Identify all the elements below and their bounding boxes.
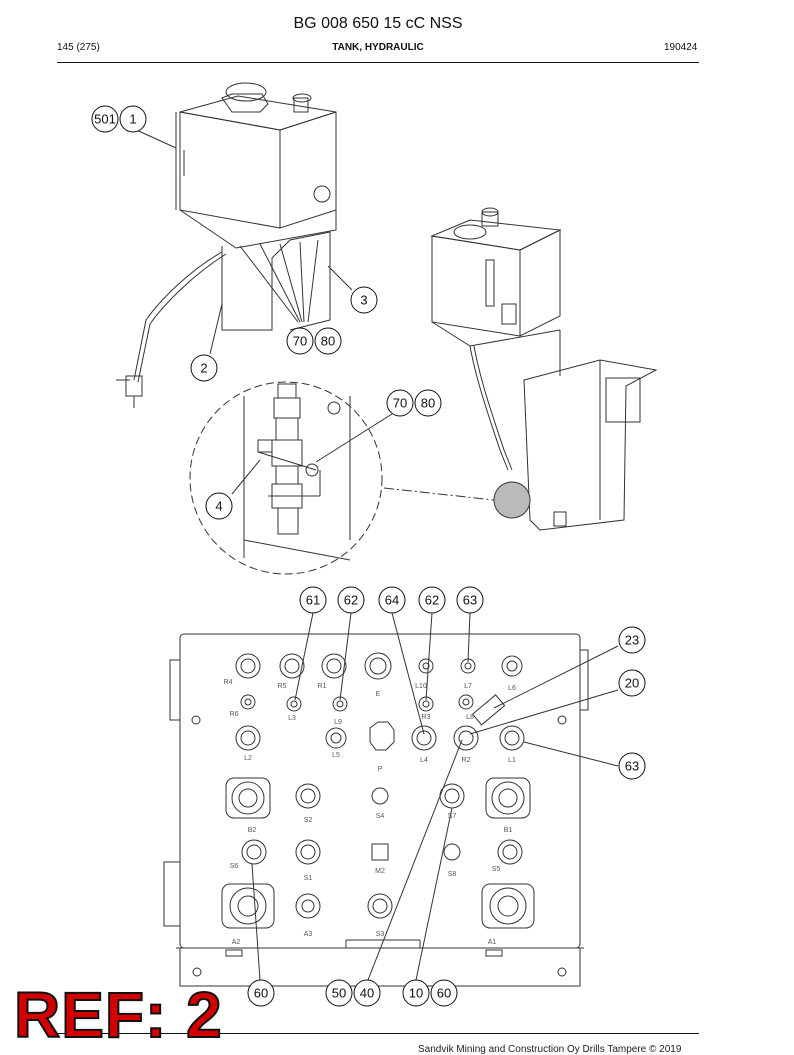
document-title: BG 008 650 15 cC NSS xyxy=(293,15,463,32)
port-label: L2 xyxy=(244,755,252,762)
svg-text:60: 60 xyxy=(254,986,268,1001)
section-title: TANK, HYDRAULIC xyxy=(332,42,424,53)
tank-assembly-view xyxy=(383,207,658,531)
port-label: B2 xyxy=(248,827,257,834)
footer-rule xyxy=(57,1033,699,1034)
callout-64: 64 xyxy=(378,586,406,614)
port-labels: R4 R5 R1 E L10 L7 L6 R6 L3 L9 R3 L8 L2 L… xyxy=(224,679,516,946)
leader-lines xyxy=(251,612,619,981)
callout-40: 40 xyxy=(353,979,381,1007)
header-rule xyxy=(57,62,699,63)
port-label: P xyxy=(378,766,383,773)
port-label: S7 xyxy=(448,813,457,820)
svg-text:63: 63 xyxy=(625,759,639,774)
callout-80-detail: 80 xyxy=(414,389,442,417)
callout-62b: 62 xyxy=(418,586,446,614)
port-label: S4 xyxy=(376,813,385,820)
svg-text:3: 3 xyxy=(360,293,367,308)
page-number: 145 (275) xyxy=(57,42,100,53)
svg-text:60: 60 xyxy=(437,986,451,1001)
svg-text:4: 4 xyxy=(215,499,222,514)
callout-63b: 63 xyxy=(618,752,646,780)
callout-80: 80 xyxy=(314,327,342,355)
port-label: A2 xyxy=(232,939,241,946)
detail-circle xyxy=(189,381,393,575)
svg-text:10: 10 xyxy=(409,986,423,1001)
callout-4: 4 xyxy=(205,492,233,520)
port-label: L7 xyxy=(464,683,472,690)
svg-text:61: 61 xyxy=(306,593,320,608)
svg-text:501: 501 xyxy=(94,112,116,127)
port-label: L4 xyxy=(420,757,428,764)
svg-text:2: 2 xyxy=(200,361,207,376)
port-label: R4 xyxy=(224,679,233,686)
doc-code: 190424 xyxy=(664,42,698,53)
callout-50: 50 xyxy=(325,979,353,1007)
svg-text:62: 62 xyxy=(344,593,358,608)
port-label: M2 xyxy=(375,868,385,875)
port-label: A1 xyxy=(488,939,497,946)
port-label: S6 xyxy=(230,863,239,870)
callout-501: 501 xyxy=(91,105,119,133)
callout-70-detail: 70 xyxy=(386,389,414,417)
svg-text:50: 50 xyxy=(332,986,346,1001)
port-label: B1 xyxy=(504,827,513,834)
port-label: S8 xyxy=(448,871,457,878)
port-label: L3 xyxy=(288,715,296,722)
port-label: L5 xyxy=(332,752,340,759)
port-fittings xyxy=(221,652,535,929)
svg-text:64: 64 xyxy=(385,593,399,608)
port-label: R5 xyxy=(278,683,287,690)
port-label: S5 xyxy=(492,866,501,873)
port-label: R2 xyxy=(462,757,471,764)
port-label: L9 xyxy=(334,719,342,726)
svg-text:70: 70 xyxy=(293,334,307,349)
callout-63: 63 xyxy=(456,586,484,614)
callout-3: 3 xyxy=(350,286,378,314)
port-label: S2 xyxy=(304,817,313,824)
port-label: A3 xyxy=(304,931,313,938)
callout-70: 70 xyxy=(286,327,314,355)
svg-text:1: 1 xyxy=(129,112,136,127)
svg-text:70: 70 xyxy=(393,396,407,411)
svg-text:63: 63 xyxy=(463,593,477,608)
svg-text:20: 20 xyxy=(625,676,639,691)
svg-text:23: 23 xyxy=(625,633,639,648)
callout-60b: 60 xyxy=(430,979,458,1007)
callout-2: 2 xyxy=(190,354,218,382)
port-label: L6 xyxy=(508,685,516,692)
callout-62: 62 xyxy=(337,586,365,614)
callout-10: 10 xyxy=(402,979,430,1007)
callout-20: 20 xyxy=(618,669,646,697)
ref-stamp: REF: 2 xyxy=(13,979,223,1051)
callout-23: 23 xyxy=(618,626,646,654)
callout-1: 1 xyxy=(119,105,147,133)
port-label: L10 xyxy=(415,683,427,690)
port-label: E xyxy=(376,691,381,698)
footer-copyright: Sandvik Mining and Construction Oy Drill… xyxy=(418,1044,682,1055)
tank-isometric xyxy=(116,82,353,408)
port-label: L8 xyxy=(466,714,474,721)
port-label: L1 xyxy=(508,757,516,764)
svg-text:62: 62 xyxy=(425,593,439,608)
svg-text:80: 80 xyxy=(421,396,435,411)
port-label: S1 xyxy=(304,875,313,882)
port-label: R6 xyxy=(230,711,239,718)
port-label: R1 xyxy=(318,683,327,690)
port-label: R3 xyxy=(422,714,431,721)
svg-text:80: 80 xyxy=(321,334,335,349)
svg-text:40: 40 xyxy=(360,986,374,1001)
callouts: 501 1 3 70 80 2 70 80 4 61 62 64 62 63 2… xyxy=(91,105,646,1007)
callout-60: 60 xyxy=(247,979,275,1007)
callout-61: 61 xyxy=(299,586,327,614)
port-label: S3 xyxy=(376,931,385,938)
